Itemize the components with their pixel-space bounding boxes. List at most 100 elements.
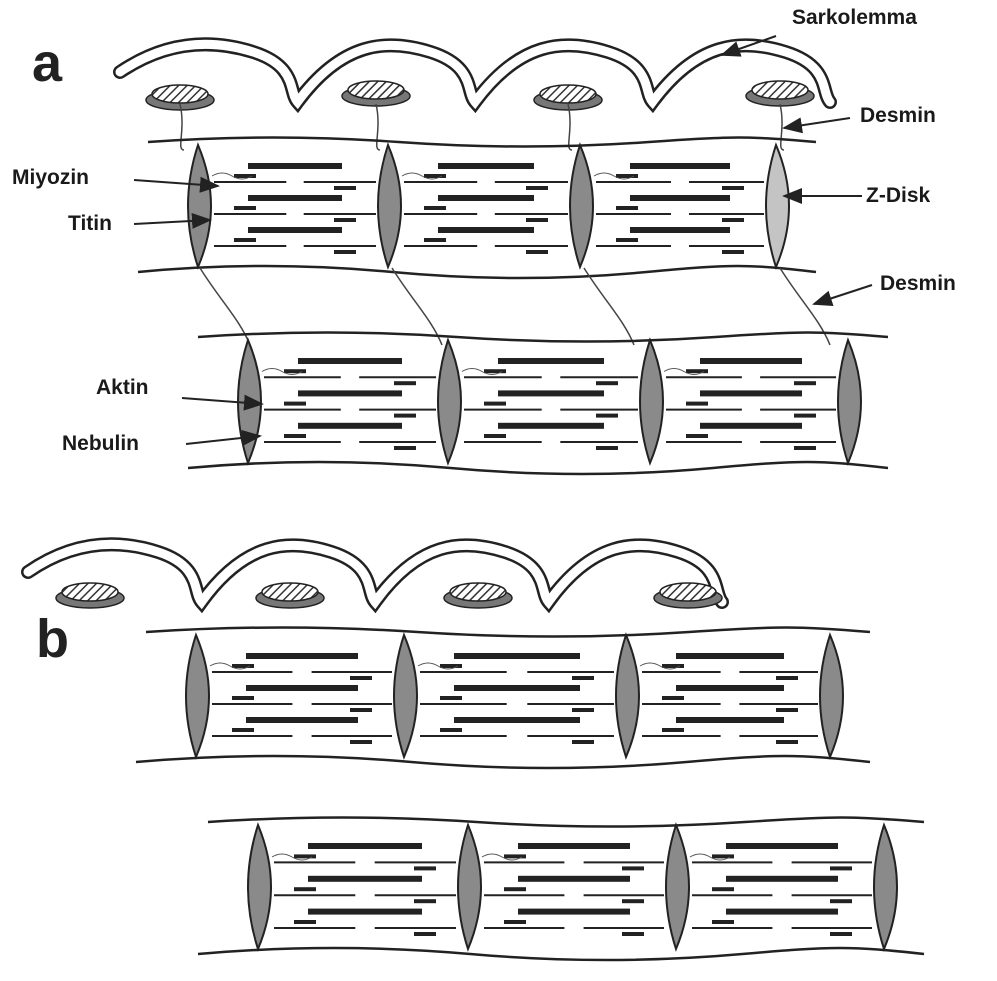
fibril-b2-sarcomere-2-myosin-4 bbox=[726, 909, 838, 915]
fibril-b2-sarcomere-2-bar-b-5 bbox=[830, 932, 852, 936]
fibril-a1-sarcomere-1-bar-b-3 bbox=[526, 218, 548, 222]
fibril-a2-sarcomere-2-bar-a-5 bbox=[686, 434, 708, 438]
fibril-b1-sarcomere-2-bar-b-1 bbox=[776, 676, 798, 680]
fibril-b1-sarcomere-0-bar-b-3 bbox=[350, 708, 372, 712]
fibril-b1-sarcomere-2-bar-a-3 bbox=[662, 696, 684, 700]
fibril-b2-top-membrane bbox=[208, 818, 924, 827]
fibril-a1-sarcomere-0-bar-a-1 bbox=[234, 174, 256, 178]
fibril-a2-sarcomere-0-bar-a-5 bbox=[284, 434, 306, 438]
fibril-b1-sarcomere-1-bar-a-5 bbox=[440, 728, 462, 732]
fibril-a2-sarcomere-1-bar-a-5 bbox=[484, 434, 506, 438]
fibril-b1-sarcomere-0-bar-a-1 bbox=[232, 664, 254, 668]
fibril-b2-z-disk-1 bbox=[458, 825, 481, 949]
fibril-a2-sarcomere-0-myosin-4 bbox=[298, 423, 402, 429]
fibril-a1-sarcomere-1-myosin-2 bbox=[438, 195, 534, 201]
fibril-a1-sarcomere-0-myosin-0 bbox=[248, 163, 342, 169]
fibril-b2-sarcomere-1-myosin-2 bbox=[518, 876, 630, 882]
fibril-a2-sarcomere-1-bar-b-1 bbox=[596, 381, 618, 385]
fibril-b2-sarcomere-1-bar-b-3 bbox=[622, 899, 644, 903]
costamere-b-0 bbox=[62, 583, 118, 601]
fibril-b2-sarcomere-0-myosin-4 bbox=[308, 909, 422, 915]
fibril-b1-sarcomere-1-bar-b-5 bbox=[572, 740, 594, 744]
desmin-link-a-1 bbox=[376, 104, 380, 150]
fibril-a1-sarcomere-0-bar-b-5 bbox=[334, 250, 356, 254]
fibril-b1-sarcomere-2-bar-b-5 bbox=[776, 740, 798, 744]
fibril-a1-sarcomere-0-bar-b-3 bbox=[334, 218, 356, 222]
fibril-b1-sarcomere-2-myosin-4 bbox=[676, 717, 784, 723]
fibril-a2-sarcomere-1-myosin-4 bbox=[498, 423, 604, 429]
fibril-a2-sarcomere-0-myosin-0 bbox=[298, 358, 402, 364]
costamere-a-2 bbox=[540, 85, 596, 103]
nebulin-label: Nebulin bbox=[62, 432, 139, 456]
fibril-b1-sarcomere-1-myosin-2 bbox=[454, 685, 580, 691]
fibril-a1-z-disk-1 bbox=[378, 145, 401, 267]
fibril-a2-sarcomere-1-bar-b-3 bbox=[596, 414, 618, 418]
fibril-a1-z-disk-0 bbox=[188, 145, 211, 267]
fibril-b2-sarcomere-0-bar-a-5 bbox=[294, 920, 316, 924]
costamere-a-0 bbox=[152, 85, 208, 103]
fibril-a2-sarcomere-1-myosin-0 bbox=[498, 358, 604, 364]
fibril-a1-z-disk-2 bbox=[570, 145, 593, 267]
fibril-a2-sarcomere-1-bar-a-3 bbox=[484, 402, 506, 406]
fibril-a1-sarcomere-2-bar-b-3 bbox=[722, 218, 744, 222]
fibril-a1-sarcomere-1-myosin-4 bbox=[438, 227, 534, 233]
fibril-b2-z-disk-3 bbox=[874, 825, 897, 949]
fibril-b2-sarcomere-2-bar-a-3 bbox=[712, 887, 734, 891]
fibril-b1-sarcomere-2-bar-a-1 bbox=[662, 664, 684, 668]
fibril-b2-sarcomere-1-myosin-0 bbox=[518, 843, 630, 849]
desmin-mid-label: Desmin bbox=[880, 272, 956, 296]
fibril-a2-sarcomere-0-bar-a-3 bbox=[284, 402, 306, 406]
fibril-a2-sarcomere-2-bar-a-3 bbox=[686, 402, 708, 406]
fibril-b2-bottom-membrane bbox=[198, 948, 924, 960]
fibril-a1-sarcomere-2-bar-a-3 bbox=[616, 206, 638, 210]
fibril-a1-sarcomere-2-bar-b-1 bbox=[722, 186, 744, 190]
fibril-b1-sarcomere-2-myosin-2 bbox=[676, 685, 784, 691]
fibril-b2-sarcomere-2-bar-b-3 bbox=[830, 899, 852, 903]
fibril-b2-sarcomere-1-myosin-4 bbox=[518, 909, 630, 915]
fibril-a2-sarcomere-1-bar-a-1 bbox=[484, 369, 506, 373]
costamere-b-2 bbox=[450, 583, 506, 601]
fibril-a2-sarcomere-2-myosin-2 bbox=[700, 390, 802, 396]
fibril-a2-sarcomere-0-bar-b-5 bbox=[394, 446, 416, 450]
fibril-b1-sarcomere-1-bar-b-3 bbox=[572, 708, 594, 712]
fibril-b1-sarcomere-2-myosin-0 bbox=[676, 653, 784, 659]
fibril-a2-z-disk-2 bbox=[640, 340, 663, 463]
fibril-b2-z-disk-0 bbox=[248, 825, 271, 949]
desmin-link-a-0 bbox=[180, 104, 184, 150]
fibril-a2-sarcomere-0-myosin-2 bbox=[298, 390, 402, 396]
fibril-b2-sarcomere-2-myosin-2 bbox=[726, 876, 838, 882]
fibril-a1-sarcomere-0-myosin-2 bbox=[248, 195, 342, 201]
fibril-b2-sarcomere-2-bar-a-5 bbox=[712, 920, 734, 924]
fibril-a2-bottom-membrane bbox=[188, 462, 888, 474]
fibril-b2-sarcomere-2-bar-b-1 bbox=[830, 866, 852, 870]
fibril-b1-bottom-membrane bbox=[136, 756, 870, 768]
fibril-a2-sarcomere-1-myosin-2 bbox=[498, 390, 604, 396]
fibril-b2-sarcomere-0-bar-b-3 bbox=[414, 899, 436, 903]
fibril-b1-top-membrane bbox=[146, 628, 870, 637]
panel-b-label: b bbox=[36, 608, 69, 670]
fibril-a2-sarcomere-1-bar-b-5 bbox=[596, 446, 618, 450]
desmin-top-arrow bbox=[784, 118, 850, 128]
fibril-b2-z-disk-2 bbox=[666, 825, 689, 949]
fibril-a2-top-membrane bbox=[198, 333, 888, 342]
fibril-b2-sarcomere-0-myosin-0 bbox=[308, 843, 422, 849]
fibril-a1-sarcomere-1-bar-a-3 bbox=[424, 206, 446, 210]
fibril-b1-z-disk-3 bbox=[820, 635, 843, 757]
fibril-b1-sarcomere-1-bar-b-1 bbox=[572, 676, 594, 680]
fibril-a2-z-disk-1 bbox=[438, 340, 461, 463]
z-disk-label: Z-Disk bbox=[866, 184, 930, 208]
fibril-a1-sarcomere-2-myosin-0 bbox=[630, 163, 730, 169]
desmin-link-a-2 bbox=[568, 104, 572, 150]
costamere-b-3 bbox=[660, 583, 716, 601]
fibril-a2-sarcomere-0-bar-b-1 bbox=[394, 381, 416, 385]
aktin-label: Aktin bbox=[96, 376, 149, 400]
desmin-link-a-3 bbox=[780, 104, 784, 150]
fibril-a1-sarcomere-0-bar-a-3 bbox=[234, 206, 256, 210]
fibril-b2-sarcomere-1-bar-b-1 bbox=[622, 866, 644, 870]
fibril-a2-sarcomere-2-bar-b-1 bbox=[794, 381, 816, 385]
fibril-a2-sarcomere-2-bar-a-1 bbox=[686, 369, 708, 373]
fibril-b1-sarcomere-1-bar-a-1 bbox=[440, 664, 462, 668]
fibril-a1-sarcomere-0-bar-b-1 bbox=[334, 186, 356, 190]
miyozin-label: Miyozin bbox=[12, 166, 89, 190]
